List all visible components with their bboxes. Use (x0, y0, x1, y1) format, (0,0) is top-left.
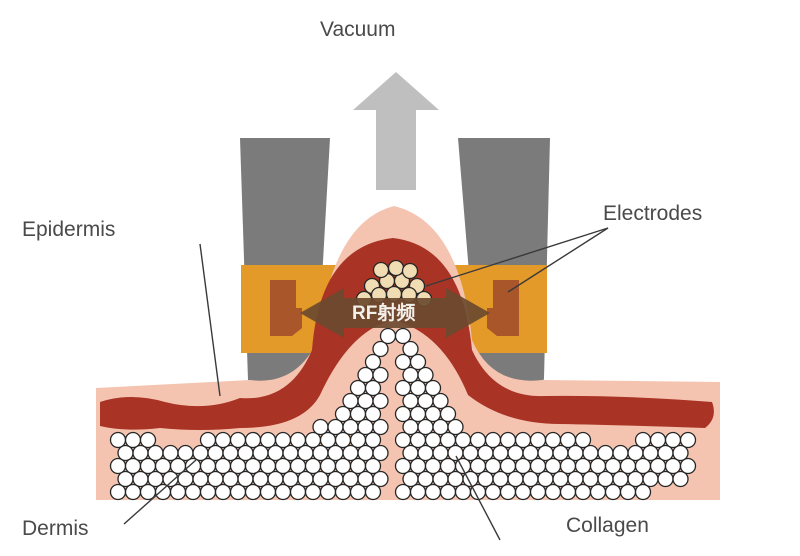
collagen-cell (514, 431, 532, 449)
right-electrode-pad (487, 280, 519, 336)
collagen-cell (259, 431, 277, 449)
collagen-label: Collagen (566, 514, 649, 537)
collagen-cell (672, 444, 689, 462)
collagen-cell (612, 444, 629, 462)
collagen-cell (379, 327, 397, 345)
collagen-cell (372, 418, 389, 436)
collagen-cell (139, 431, 157, 449)
collagen-cell (664, 431, 682, 449)
collagen-cell (409, 353, 427, 371)
collagen-cell (364, 379, 382, 397)
collagen-cell (274, 431, 292, 449)
collagen-cell (177, 444, 194, 462)
collagen-cell (214, 431, 232, 449)
collagen-cell (469, 431, 487, 449)
collagen-cell (529, 431, 547, 449)
epidermis-leader (199, 243, 221, 397)
collagen-cell (672, 470, 689, 488)
collagen-cell (402, 340, 419, 358)
collagen-cell (559, 431, 577, 449)
collagen-cell (634, 431, 652, 449)
collagen-cell (364, 353, 382, 371)
collagen-cell (109, 431, 127, 449)
collagen-cell (499, 431, 517, 449)
rf-label: RF射频 (352, 303, 416, 324)
collagen-cell (289, 431, 307, 449)
collagen-cell (124, 431, 142, 449)
epidermis-label: Epidermis (22, 218, 116, 241)
collagen-cell (387, 259, 405, 277)
collagen-leader (455, 455, 501, 541)
collagen-cell (199, 431, 217, 449)
collagen-cell (679, 431, 697, 449)
collagen-cell (544, 431, 562, 449)
collagen-cell (372, 392, 389, 410)
collagen-cell (372, 261, 390, 279)
collagen-cell (244, 431, 262, 449)
electrodes-leader-left (425, 227, 609, 287)
collagen-cell (447, 418, 464, 436)
electrodes-label: Electrodes (603, 202, 703, 225)
collagen-cell (372, 366, 389, 384)
collagen-cell (634, 483, 652, 501)
vacuum-label: Vacuum (320, 18, 396, 41)
rf-double-arrow (300, 288, 490, 338)
collagen-cell (162, 444, 179, 462)
collagen-cell (372, 340, 389, 358)
collagen-cell (417, 366, 434, 384)
dermis-leader (123, 459, 197, 525)
collagen-cell (484, 431, 502, 449)
collagen-cell (364, 483, 382, 501)
collagen-cell (229, 431, 247, 449)
collagen-cell (401, 262, 419, 280)
collagen-cell (364, 405, 382, 423)
collagen-cell (312, 418, 329, 436)
collagen-cell (372, 444, 389, 462)
collagen-cell (394, 327, 412, 345)
collagen-cell (649, 431, 667, 449)
collagen-cell (364, 457, 382, 475)
collagen-cell (679, 457, 697, 475)
electrodes-leader-right (507, 227, 609, 293)
left-electrode-pad (270, 280, 302, 336)
collagen-cell (439, 405, 457, 423)
collagen-cell (372, 470, 389, 488)
collagen-cell (597, 444, 614, 462)
collagen-cell (574, 431, 592, 449)
collagen-cell (424, 379, 442, 397)
collagen-cell (364, 431, 382, 449)
collagen-cells (109, 259, 697, 501)
collagen-cell (432, 392, 449, 410)
dermis-label: Dermis (22, 517, 89, 540)
vacuum-arrow (353, 72, 439, 190)
